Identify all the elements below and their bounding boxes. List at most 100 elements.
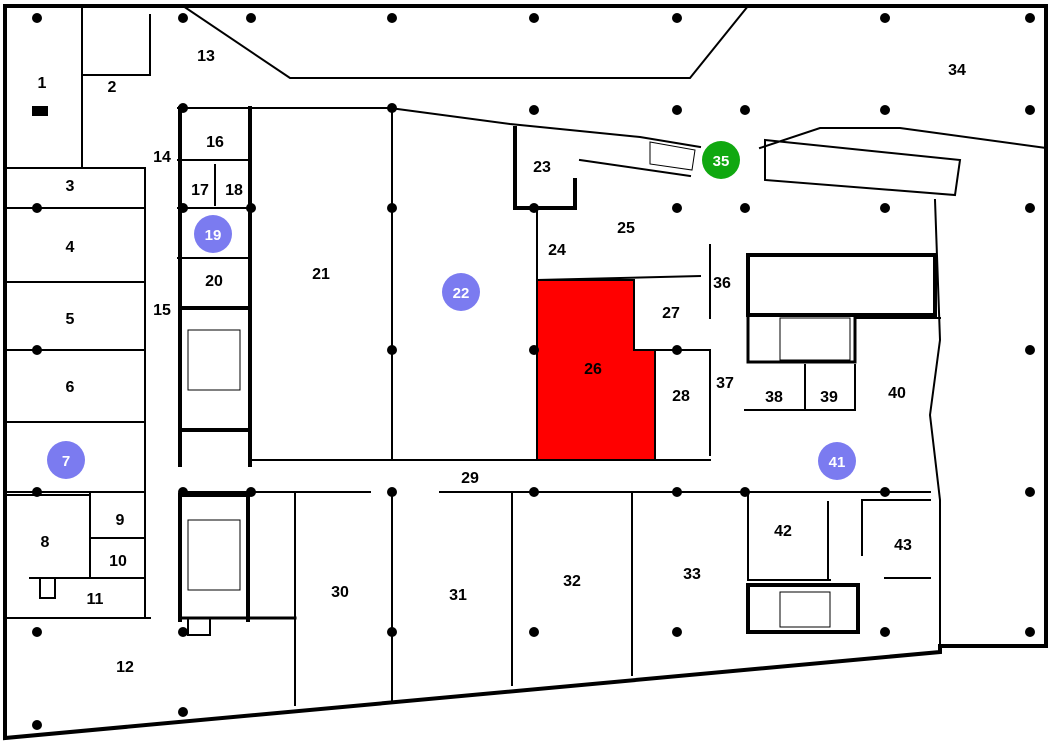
staircases <box>187 138 962 628</box>
column-dot <box>178 13 188 23</box>
marker-22[interactable]: 22 <box>442 273 480 311</box>
room-label-39[interactable]: 39 <box>820 389 838 406</box>
column-dot <box>32 203 42 213</box>
room-label-20[interactable]: 20 <box>205 273 223 290</box>
column-dot <box>880 203 890 213</box>
column-dot <box>672 487 682 497</box>
marker-35-label: 35 <box>713 153 730 170</box>
column-dot <box>880 627 890 637</box>
column-dot <box>880 13 890 23</box>
column-dot <box>672 345 682 355</box>
marker-7[interactable]: 7 <box>47 441 85 479</box>
room-label-28[interactable]: 28 <box>672 388 690 405</box>
marker-41-label: 41 <box>829 454 846 471</box>
structural-columns <box>32 13 1035 730</box>
room-label-30[interactable]: 30 <box>331 584 349 601</box>
column-dot <box>740 105 750 115</box>
room-label-29[interactable]: 29 <box>461 470 479 487</box>
column-dot <box>387 627 397 637</box>
room-label-14[interactable]: 14 <box>153 149 171 166</box>
column-dot <box>178 103 188 113</box>
column-dot <box>880 487 890 497</box>
marker-41[interactable]: 41 <box>818 442 856 480</box>
column-dot <box>32 13 42 23</box>
column-dot <box>1025 105 1035 115</box>
room-label-18[interactable]: 18 <box>225 182 243 199</box>
column-dot <box>1025 345 1035 355</box>
room-label-34[interactable]: 34 <box>948 62 966 79</box>
room-label-40[interactable]: 40 <box>888 385 906 402</box>
room-label-31[interactable]: 31 <box>449 587 467 604</box>
room-label-8[interactable]: 8 <box>41 534 50 551</box>
marker-35-circle <box>702 141 740 179</box>
column-dot <box>1025 487 1035 497</box>
room-label-21[interactable]: 21 <box>312 266 330 283</box>
column-dot <box>672 105 682 115</box>
room-label-13[interactable]: 13 <box>197 48 215 65</box>
column-dot <box>529 487 539 497</box>
room-label-27[interactable]: 27 <box>662 305 680 322</box>
room-label-11[interactable]: 11 <box>87 591 104 608</box>
marker-35[interactable]: 35 <box>702 141 740 179</box>
room-label-36[interactable]: 36 <box>713 275 731 292</box>
column-dot <box>246 13 256 23</box>
marker-19-circle <box>194 215 232 253</box>
column-dot <box>178 707 188 717</box>
column-dot <box>178 487 188 497</box>
column-dot <box>529 627 539 637</box>
column-dot <box>387 13 397 23</box>
marker-7-circle <box>47 441 85 479</box>
column-dot <box>387 103 397 113</box>
room-label-1[interactable]: 1 <box>38 75 47 92</box>
column-dot <box>529 13 539 23</box>
column-dot <box>387 203 397 213</box>
column-dot <box>1025 203 1035 213</box>
room-label-43[interactable]: 43 <box>894 537 912 554</box>
room-label-33[interactable]: 33 <box>683 566 701 583</box>
column-dot <box>178 627 188 637</box>
room-label-32[interactable]: 32 <box>563 573 581 590</box>
column-dot <box>529 105 539 115</box>
column-dot <box>740 487 750 497</box>
column-dot <box>32 627 42 637</box>
room-label-37[interactable]: 37 <box>716 375 734 392</box>
room-label-12[interactable]: 12 <box>116 659 134 676</box>
column-dot <box>1025 13 1035 23</box>
column-dot <box>387 487 397 497</box>
column-dot <box>672 627 682 637</box>
room-label-25[interactable]: 25 <box>617 220 635 237</box>
marker-41-circle <box>818 442 856 480</box>
room-markers: 7 19 22 35 41 <box>47 141 856 480</box>
column-dot <box>32 345 42 355</box>
room-label-26[interactable]: 26 <box>584 361 602 378</box>
room-label-4[interactable]: 4 <box>66 239 75 256</box>
room-label-10[interactable]: 10 <box>109 553 127 570</box>
column-dot <box>880 105 890 115</box>
column-dot <box>1025 627 1035 637</box>
room-label-23[interactable]: 23 <box>533 159 551 176</box>
room-label-3[interactable]: 3 <box>66 178 75 195</box>
column-dot <box>672 203 682 213</box>
room-label-24[interactable]: 24 <box>548 242 566 259</box>
marker-7-label: 7 <box>62 453 70 470</box>
column-dot <box>246 203 256 213</box>
room-labels: 1 2 3 4 5 6 8 9 10 11 12 13 14 15 16 17 … <box>38 48 966 676</box>
room-label-2[interactable]: 2 <box>108 79 117 96</box>
room-label-38[interactable]: 38 <box>765 389 783 406</box>
column-dot <box>246 487 256 497</box>
marker-19[interactable]: 19 <box>194 215 232 253</box>
room-label-9[interactable]: 9 <box>116 512 125 529</box>
room-label-5[interactable]: 5 <box>66 311 75 328</box>
column-dot <box>672 13 682 23</box>
column-dot <box>32 720 42 730</box>
marker-22-label: 22 <box>453 285 470 302</box>
room-label-6[interactable]: 6 <box>66 379 75 396</box>
column-dot <box>387 345 397 355</box>
room-label-17[interactable]: 17 <box>191 182 209 199</box>
room-label-15[interactable]: 15 <box>153 302 171 319</box>
room-label-42[interactable]: 42 <box>774 523 792 540</box>
room-label-16[interactable]: 16 <box>206 134 224 151</box>
column-dot <box>32 487 42 497</box>
column-dot <box>740 203 750 213</box>
